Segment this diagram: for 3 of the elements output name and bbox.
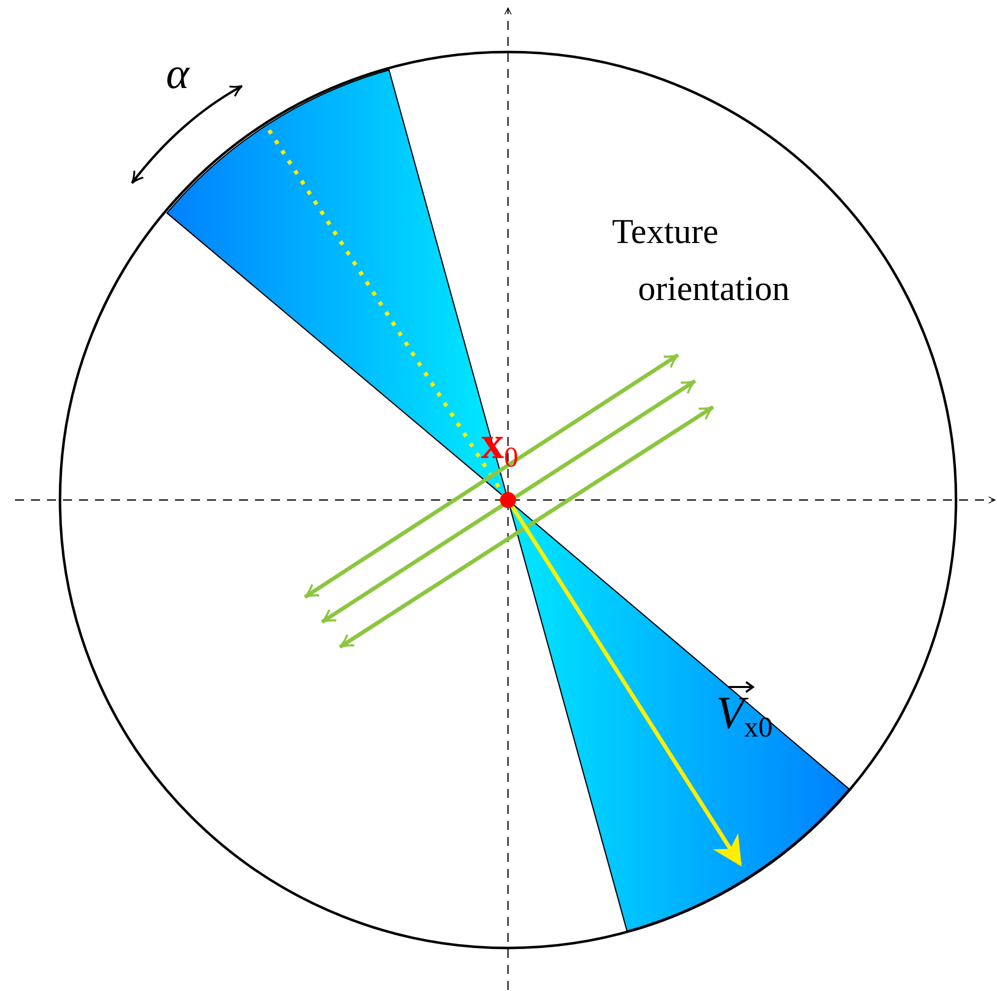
vector-label: V$_{x0}$ — [716, 690, 773, 744]
texture-orientation-label: Texture orientation — [612, 211, 791, 310]
angle-label: α — [166, 52, 190, 96]
